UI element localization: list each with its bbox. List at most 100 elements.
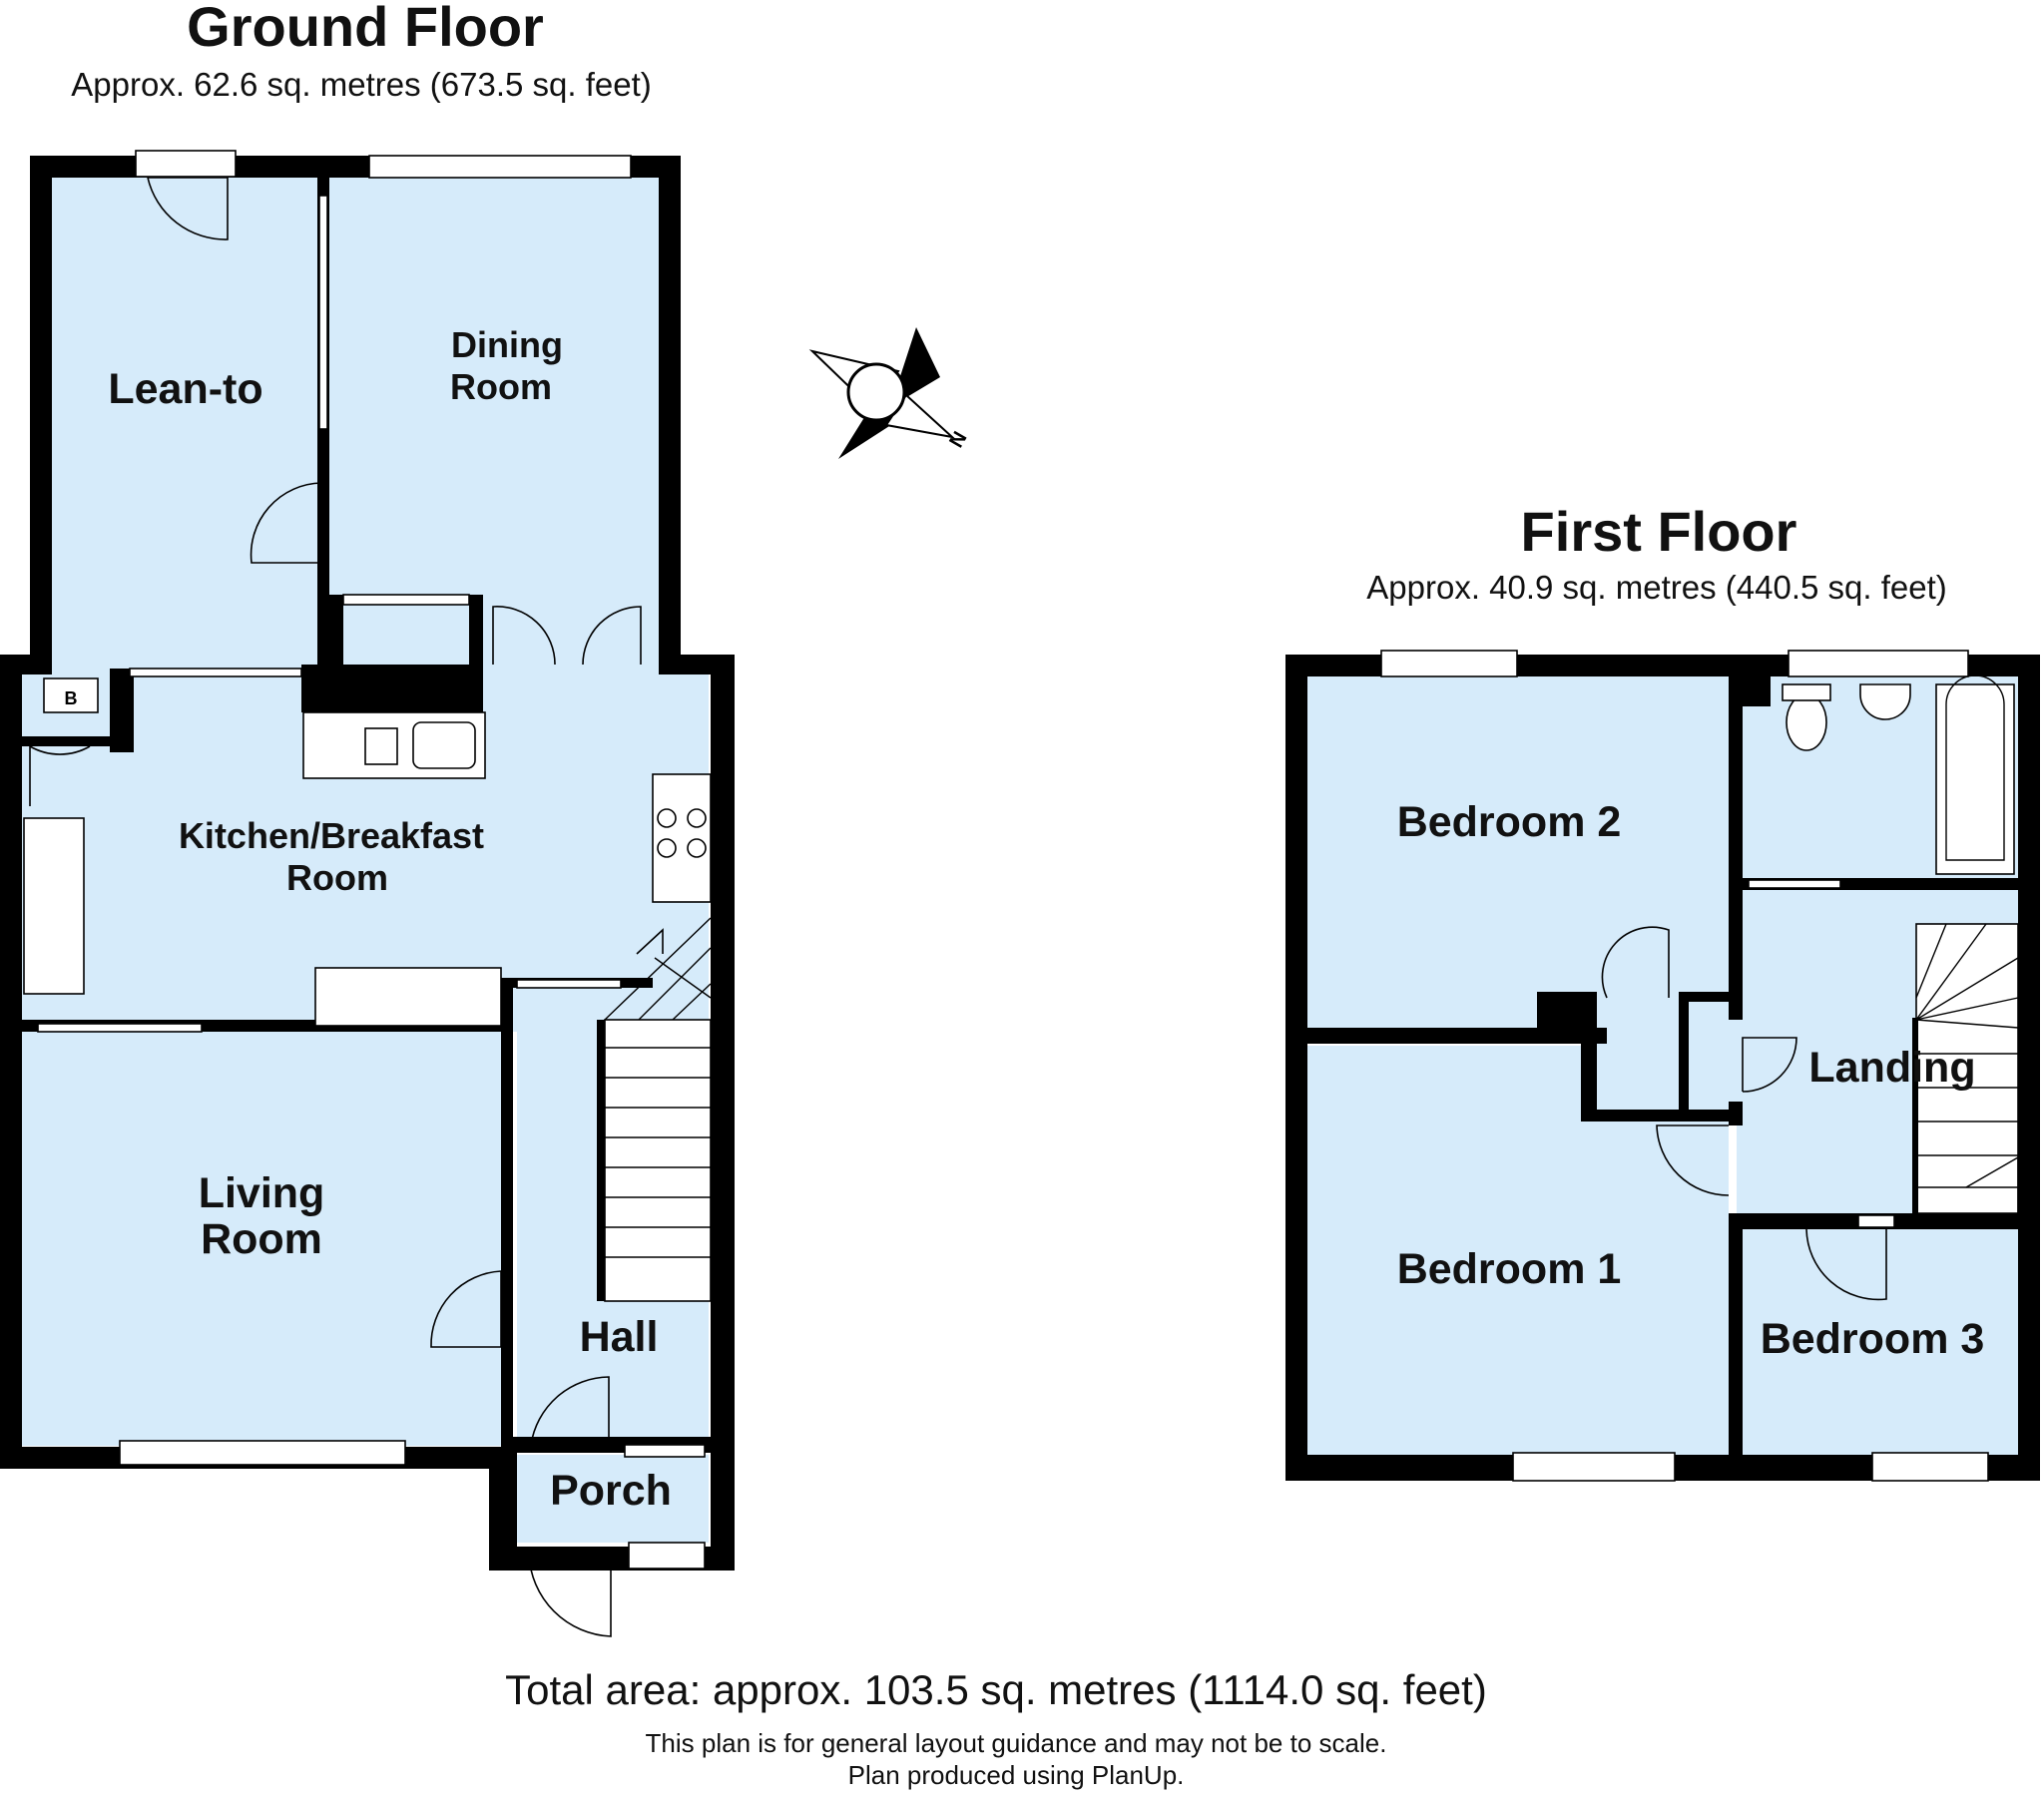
basin-icon <box>1859 683 1911 720</box>
compass-dial <box>846 362 906 422</box>
cupboard-door-swing <box>29 744 91 806</box>
boiler-box <box>43 677 99 713</box>
porch-door-swing <box>530 1376 610 1450</box>
bedroom-2 <box>1307 676 1731 1028</box>
wall <box>110 669 134 752</box>
wall <box>1729 676 1743 1020</box>
hob-ring <box>657 838 677 858</box>
wall <box>0 655 22 1469</box>
wall <box>1743 676 1771 706</box>
window <box>119 1440 406 1466</box>
wall <box>659 156 681 665</box>
boiler-label: B <box>65 688 78 708</box>
worktop <box>314 967 502 1027</box>
window <box>628 1542 706 1570</box>
lean-to-label: Lean-to <box>108 365 262 413</box>
bedroom-2-label: Bedroom 2 <box>1397 798 1622 846</box>
wall <box>30 156 52 665</box>
hob-ring <box>687 808 707 828</box>
sink-bowl <box>412 721 476 769</box>
window <box>1380 650 1518 677</box>
hall-label: Hall <box>580 1313 659 1361</box>
window <box>624 1444 706 1458</box>
wall <box>469 595 483 667</box>
porch-label: Porch <box>550 1467 672 1515</box>
wall <box>1679 992 1689 1110</box>
window <box>1788 650 1969 677</box>
wall <box>711 655 735 1571</box>
stair-balustrade <box>597 1020 605 1301</box>
front-door-swing <box>528 1554 612 1637</box>
first-floor-plan: First Floor Approx. 40.9 sq. metres (440… <box>1285 500 2040 1482</box>
bath-basin <box>1945 674 2005 861</box>
wall <box>1729 1213 1743 1463</box>
window <box>135 150 237 178</box>
bedroom1-door-swing <box>1656 1124 1730 1196</box>
dining-label-line1: Dining <box>451 324 563 365</box>
living-door-swing <box>430 1270 502 1348</box>
door-swing <box>1601 926 1670 999</box>
staircase <box>1912 923 2019 1214</box>
french-door-right <box>582 606 642 666</box>
ground-floor-area: Approx. 62.6 sq. metres (673.5 sq. feet) <box>71 66 651 103</box>
wall <box>1689 992 1737 1002</box>
sliding-door <box>37 1023 203 1033</box>
drainer <box>364 727 398 765</box>
wall <box>1581 992 1597 1116</box>
chimney-breast <box>301 665 483 712</box>
first-floor-title: First Floor <box>1521 500 1797 563</box>
porch-area <box>517 1455 709 1543</box>
wall <box>22 736 112 746</box>
bath-icon <box>1935 683 2015 875</box>
wall <box>317 559 329 669</box>
wall <box>501 978 513 1467</box>
ground-floor-title: Ground Floor <box>187 0 544 58</box>
compass-icon: N <box>808 327 972 459</box>
bedroom-3 <box>1743 1229 2018 1455</box>
wall <box>329 595 343 667</box>
kitchen-label-line2: Room <box>286 857 388 898</box>
dining-room <box>329 176 659 669</box>
bedroom3-door-swing <box>1805 1228 1887 1301</box>
cupboard-area <box>1597 1008 1737 1122</box>
toilet-icon <box>1786 693 1827 751</box>
landing-label: Landing <box>1808 1044 1975 1092</box>
living-room <box>22 1032 501 1446</box>
bedroom-3-label: Bedroom 3 <box>1761 1315 1985 1363</box>
wall <box>1307 1028 1607 1044</box>
stair-treads <box>604 1019 712 1302</box>
window <box>1512 1452 1676 1482</box>
living-label-line1: Living <box>199 1169 325 1217</box>
bedroom-1-label: Bedroom 1 <box>1397 1245 1622 1293</box>
lean-to-room <box>52 176 321 669</box>
sliding-door <box>129 668 302 677</box>
ground-floor-plan: Ground Floor Approx. 62.6 sq. metres (67… <box>0 0 735 1637</box>
hob-ring <box>687 838 707 858</box>
credit: Plan produced using PlanUp. <box>848 1760 1185 1790</box>
disclaimer: This plan is for general layout guidance… <box>646 1728 1387 1758</box>
stair-treads <box>1915 923 2019 1214</box>
first-floor-area: Approx. 40.9 sq. metres (440.5 sq. feet) <box>1366 569 1946 606</box>
sliding-door <box>516 979 622 989</box>
window <box>1871 1452 1989 1482</box>
total-area: Total area: approx. 103.5 sq. metres (11… <box>505 1666 1487 1713</box>
sliding-door <box>342 594 470 606</box>
dining-label-line2: Room <box>450 366 552 407</box>
toilet-cistern <box>1782 683 1831 701</box>
wall <box>2018 655 2040 1481</box>
stair-balustrade <box>1912 1018 1918 1213</box>
wall <box>1285 655 1307 1481</box>
door-swing <box>1742 1037 1797 1093</box>
door-swing <box>250 482 322 564</box>
door-swing <box>636 928 664 955</box>
wall <box>1581 1110 1737 1122</box>
window <box>368 155 632 179</box>
kitchen-label-line1: Kitchen/Breakfast <box>179 815 484 856</box>
back-door-swing <box>147 177 229 240</box>
sliding-door <box>1748 879 1841 889</box>
hob <box>652 773 712 903</box>
worktop <box>23 817 85 995</box>
door-gap <box>1857 1214 1895 1228</box>
north-label: N <box>945 428 971 452</box>
